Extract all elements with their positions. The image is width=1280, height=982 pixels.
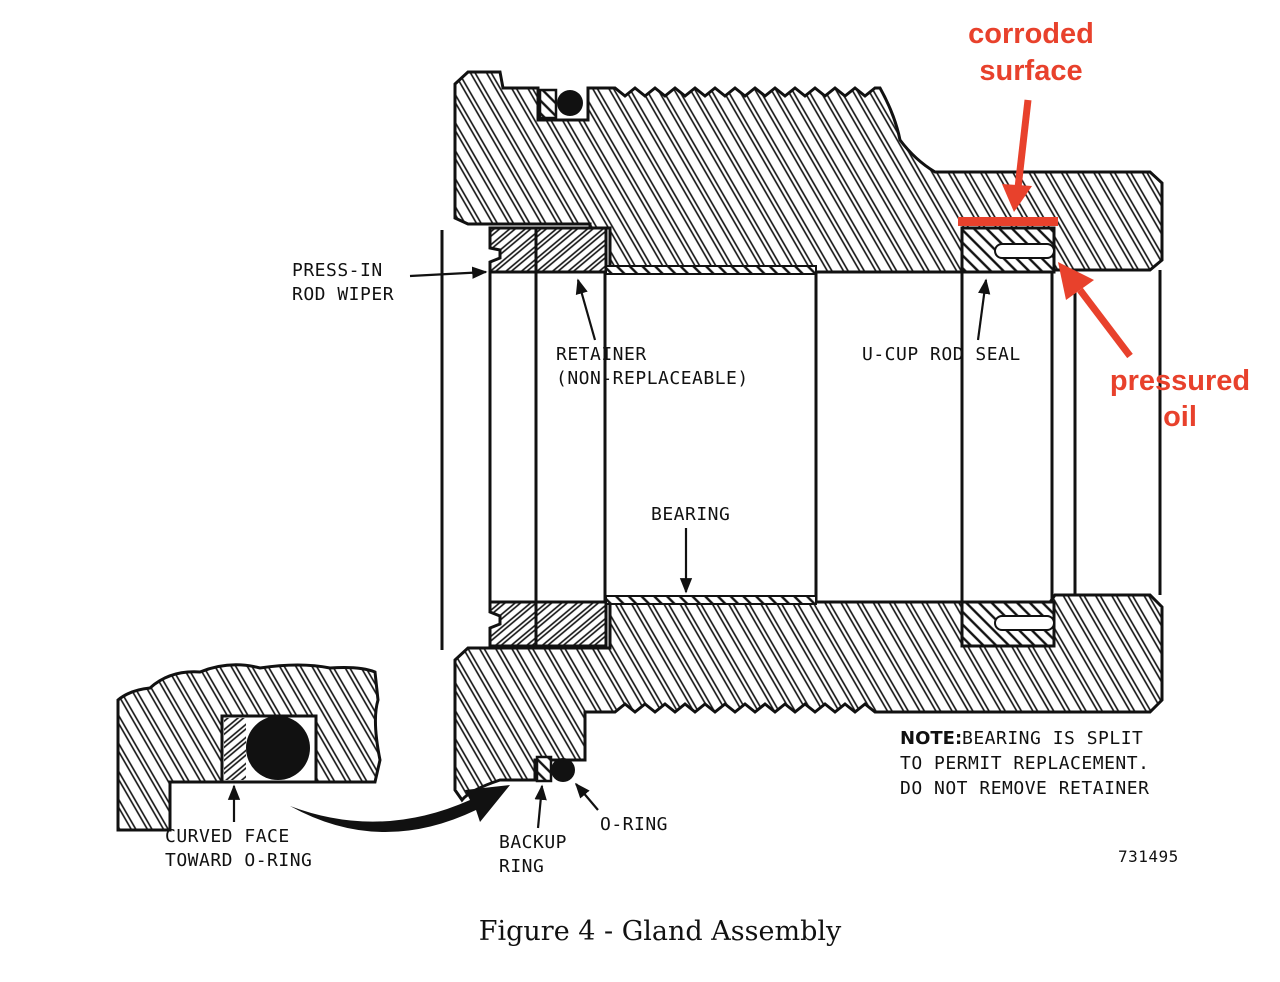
backup-ring-lower [535, 755, 553, 783]
bearing-upper [605, 265, 817, 275]
note-line-1: BEARING IS SPLIT [962, 728, 1143, 749]
annotation-corroded: corroded [968, 18, 1094, 50]
annotation-surface: surface [979, 55, 1082, 87]
leader-o-ring [575, 782, 599, 811]
drawing-number: 731495 [1118, 847, 1179, 866]
label-u-cup-rod-seal: U-CUP ROD SEAL [862, 344, 1021, 365]
figure-caption: Figure 4 - Gland Assembly [479, 916, 842, 947]
corroded-surface-highlight [958, 217, 1058, 226]
o-ring-upper [557, 90, 583, 116]
annotation-oil: oil [1163, 401, 1197, 433]
label-press-in: PRESS-IN [292, 260, 383, 281]
label-curved-face: CURVED FACE [165, 826, 290, 847]
red-arrow-diag-icon [1058, 262, 1094, 300]
red-arrow-down-icon [1002, 184, 1032, 212]
retainer-upper [534, 226, 608, 274]
leader-backup-ring [534, 784, 547, 829]
leader-retainer [575, 278, 597, 341]
leader-wiper [409, 266, 488, 279]
rod-wiper-upper [488, 226, 538, 274]
bore-outline [440, 230, 1162, 650]
note-prefix: NOTE: [900, 728, 962, 749]
label-rod-wiper: ROD WIPER [292, 284, 394, 305]
note-line-3: DO NOT REMOVE RETAINER [900, 778, 1149, 799]
annotation-pressured: pressured [1110, 365, 1250, 397]
u-cup-seal-lower [960, 600, 1056, 648]
leader-ucup [976, 278, 991, 341]
detail-pointer-arrow [290, 785, 510, 833]
inset-detail [116, 663, 382, 832]
label-non-replaceable: (NON-REPLACEABLE) [556, 368, 749, 389]
label-o-ring: O-RING [600, 814, 668, 835]
bearing-lower [605, 595, 817, 605]
o-ring-lower [551, 758, 575, 782]
label-retainer: RETAINER [556, 344, 647, 365]
retainer-lower [534, 600, 608, 648]
label-toward-o-ring: TOWARD O-RING [165, 850, 312, 871]
label-ring: RING [499, 856, 544, 877]
corroded-surface-annotation [958, 99, 1058, 226]
pressured-oil-annotation [1058, 262, 1133, 359]
backup-ring-upper [538, 88, 558, 120]
label-backup: BACKUP [499, 832, 567, 853]
rod-wiper-lower [488, 600, 538, 648]
u-cup-seal-upper [960, 226, 1056, 274]
note-line-2: TO PERMIT REPLACEMENT. [900, 753, 1149, 774]
label-bearing: BEARING [651, 504, 730, 525]
